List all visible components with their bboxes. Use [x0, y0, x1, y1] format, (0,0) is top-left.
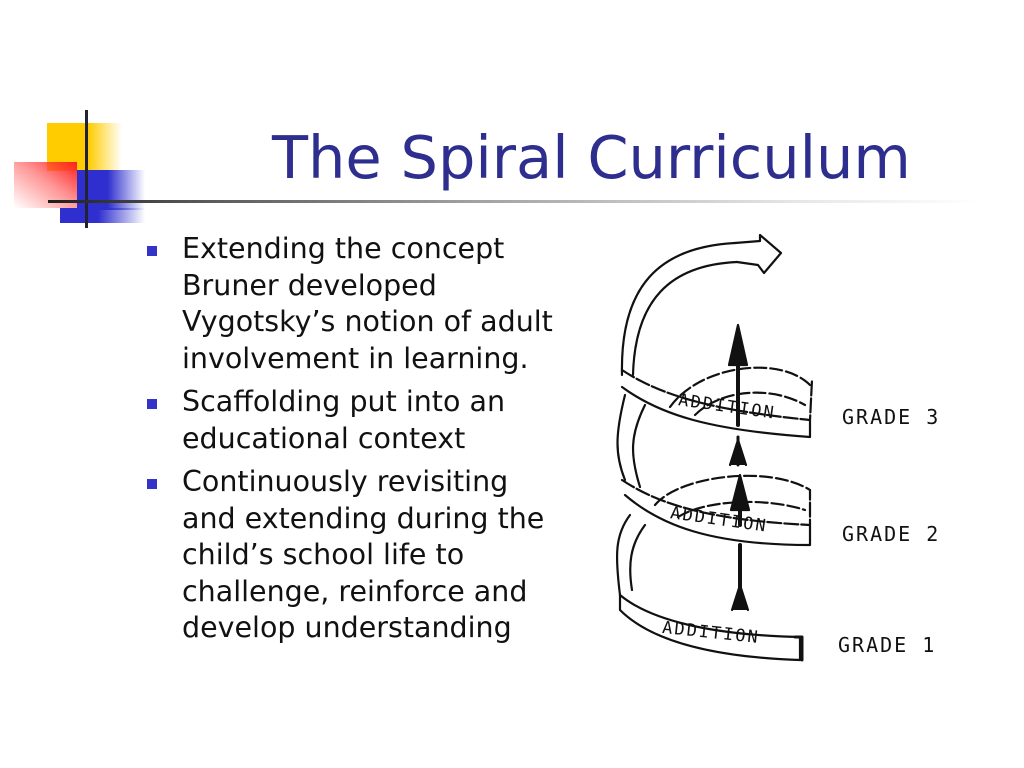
- bullet-text: Continuously revisiting and extending du…: [182, 465, 545, 644]
- grade-label-1: GRADE 1: [838, 633, 937, 657]
- spiral-drawing: [615, 233, 814, 662]
- bullet-text: Scaffolding put into an educational cont…: [182, 385, 506, 455]
- decor-blue-block-lower: [60, 208, 145, 223]
- spiral-diagram: ADDITION ADDITION ADDITION GRADE 3 GRADE…: [600, 225, 1000, 675]
- bullet-item: Extending the concept Bruner developed V…: [147, 231, 567, 377]
- bullet-square-icon: [147, 479, 157, 489]
- decor-vertical-line: [85, 110, 88, 228]
- bullet-item: Continuously revisiting and extending du…: [147, 464, 567, 647]
- slide-title: The Spiral Curriculum: [272, 123, 911, 192]
- bullet-square-icon: [147, 246, 157, 256]
- title-rule: [48, 200, 983, 203]
- grade-label-3: GRADE 3: [842, 405, 941, 429]
- bullet-text: Extending the concept Bruner developed V…: [182, 232, 553, 375]
- bullet-item: Scaffolding put into an educational cont…: [147, 384, 567, 457]
- bullet-list: Extending the concept Bruner developed V…: [147, 231, 567, 654]
- bullet-square-icon: [147, 399, 157, 409]
- decor-blue-block: [77, 170, 145, 210]
- grade-label-2: GRADE 2: [842, 522, 941, 546]
